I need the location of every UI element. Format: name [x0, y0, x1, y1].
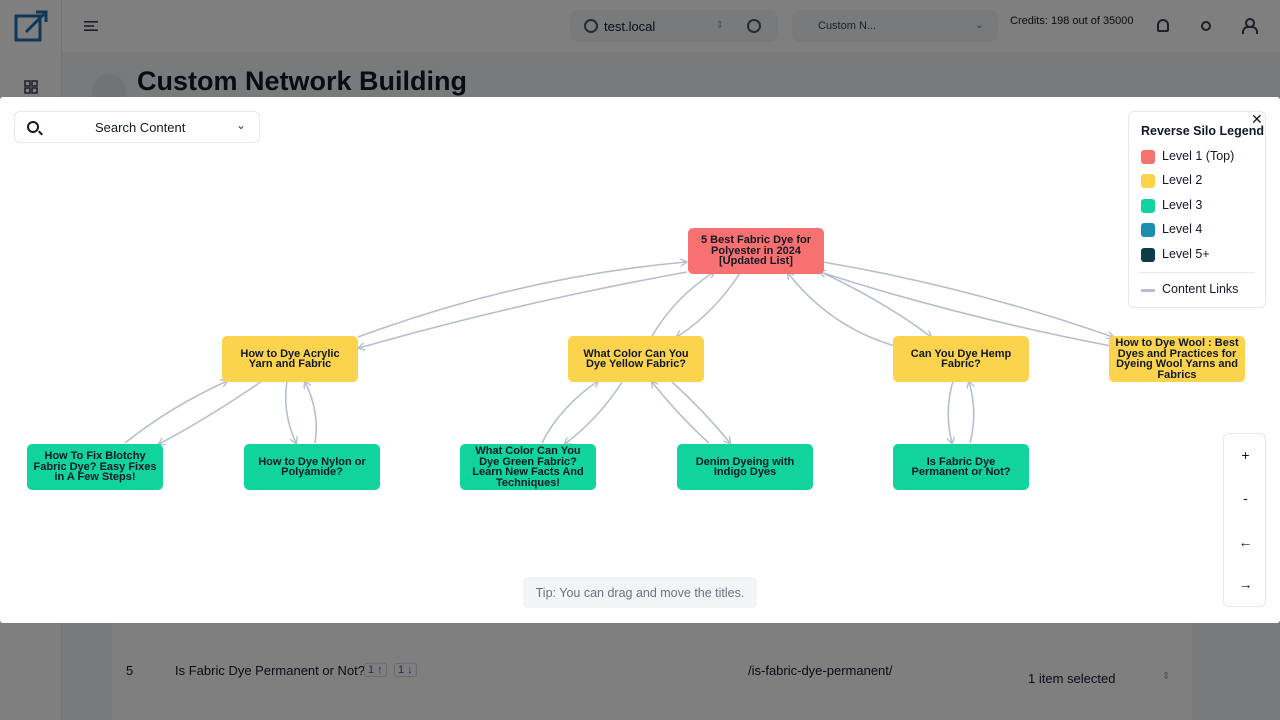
legend-divider	[1139, 272, 1255, 273]
legend-title: Reverse Silo Legend	[1141, 124, 1264, 138]
edge-yellow-to-denim	[671, 381, 730, 443]
node-dye-permanent[interactable]: Is Fabric Dye Permanent or Not?	[893, 444, 1029, 490]
pan-right-button[interactable]: →	[1238, 576, 1253, 592]
edge-top-to-wool	[822, 261, 1113, 337]
edge-acrylic-to-nylon	[284, 380, 296, 443]
zoom-out-button[interactable]: -	[1243, 490, 1248, 506]
close-icon[interactable]: ✕	[1251, 111, 1263, 127]
edge-blotchy-to-acrylic	[124, 381, 227, 444]
level-4-swatch	[1141, 223, 1155, 237]
edge-green-to-yellow	[541, 381, 598, 444]
zoom-in-button[interactable]: +	[1241, 447, 1250, 463]
node-denim-indigo[interactable]: Denim Dyeing with Indigo Dyes	[677, 444, 813, 490]
edge-top-to-hemp	[822, 272, 931, 337]
node-fix-blotchy-dye[interactable]: How To Fix Blotchy Fabric Dye? Easy Fixe…	[27, 444, 163, 490]
search-label: Search Content	[95, 120, 186, 135]
edge-hemp-to-top	[788, 273, 896, 347]
edge-yellow-to-green	[565, 381, 623, 444]
node-dye-hemp[interactable]: Can You Dye Hemp Fabric?	[893, 336, 1029, 382]
edge-wool-to-top	[820, 272, 1112, 347]
edge-hemp-to-permanent	[948, 380, 953, 443]
legend-label: Level 4	[1162, 222, 1203, 236]
edge-nylon-to-acrylic	[305, 382, 318, 444]
level-1-swatch	[1141, 150, 1155, 164]
legend-label: Level 1 (Top)	[1162, 149, 1235, 163]
node-dye-wool[interactable]: How to Dye Wool : Best Dyes and Practice…	[1109, 336, 1245, 382]
edge-permanent-to-hemp	[969, 382, 974, 444]
node-dye-nylon[interactable]: How to Dye Nylon or Polyamide?	[244, 444, 380, 490]
legend-label: Content Links	[1162, 282, 1239, 296]
node-dye-yellow-fabric[interactable]: What Color Can You Dye Yellow Fabric?	[568, 336, 704, 382]
graph-navigation-controls: + - ← →	[1223, 433, 1266, 607]
edge-acrylic-to-top	[357, 262, 686, 338]
level-2-swatch	[1141, 174, 1155, 188]
legend-label: Level 5+	[1162, 247, 1210, 261]
silo-legend: Reverse Silo Legend Level 1 (Top) Level …	[1128, 111, 1266, 308]
node-dye-green-fabric[interactable]: What Color Can You Dye Green Fabric? Lea…	[460, 444, 596, 490]
edge-acrylic-to-blotchy	[159, 380, 263, 444]
node-dye-acrylic[interactable]: How to Dye Acrylic Yarn and Fabric	[222, 336, 358, 382]
search-content-select[interactable]: Search Content ⌄	[14, 111, 260, 143]
node-fabric-dye-polyester[interactable]: 5 Best Fabric Dye for Polyester in 2024 …	[688, 228, 824, 274]
level-3-swatch	[1141, 199, 1155, 213]
network-graph-modal: Search Content ⌄	[0, 97, 1280, 623]
chevron-down-icon: ⌄	[236, 118, 247, 132]
legend-label: Level 3	[1162, 198, 1203, 212]
link-line-swatch	[1141, 289, 1155, 292]
level-5-swatch	[1141, 248, 1155, 262]
edge-denim-to-yellow	[652, 382, 710, 444]
edge-top-to-acrylic	[359, 271, 688, 348]
edge-yellow-to-top	[651, 272, 714, 337]
graph-edges	[124, 97, 1280, 623]
legend-label: Level 2	[1162, 173, 1203, 187]
drag-tip: Tip: You can drag and move the titles.	[523, 577, 757, 608]
search-icon	[27, 121, 39, 133]
edge-top-to-yellow	[677, 272, 741, 337]
pan-left-button[interactable]: ←	[1238, 534, 1253, 550]
